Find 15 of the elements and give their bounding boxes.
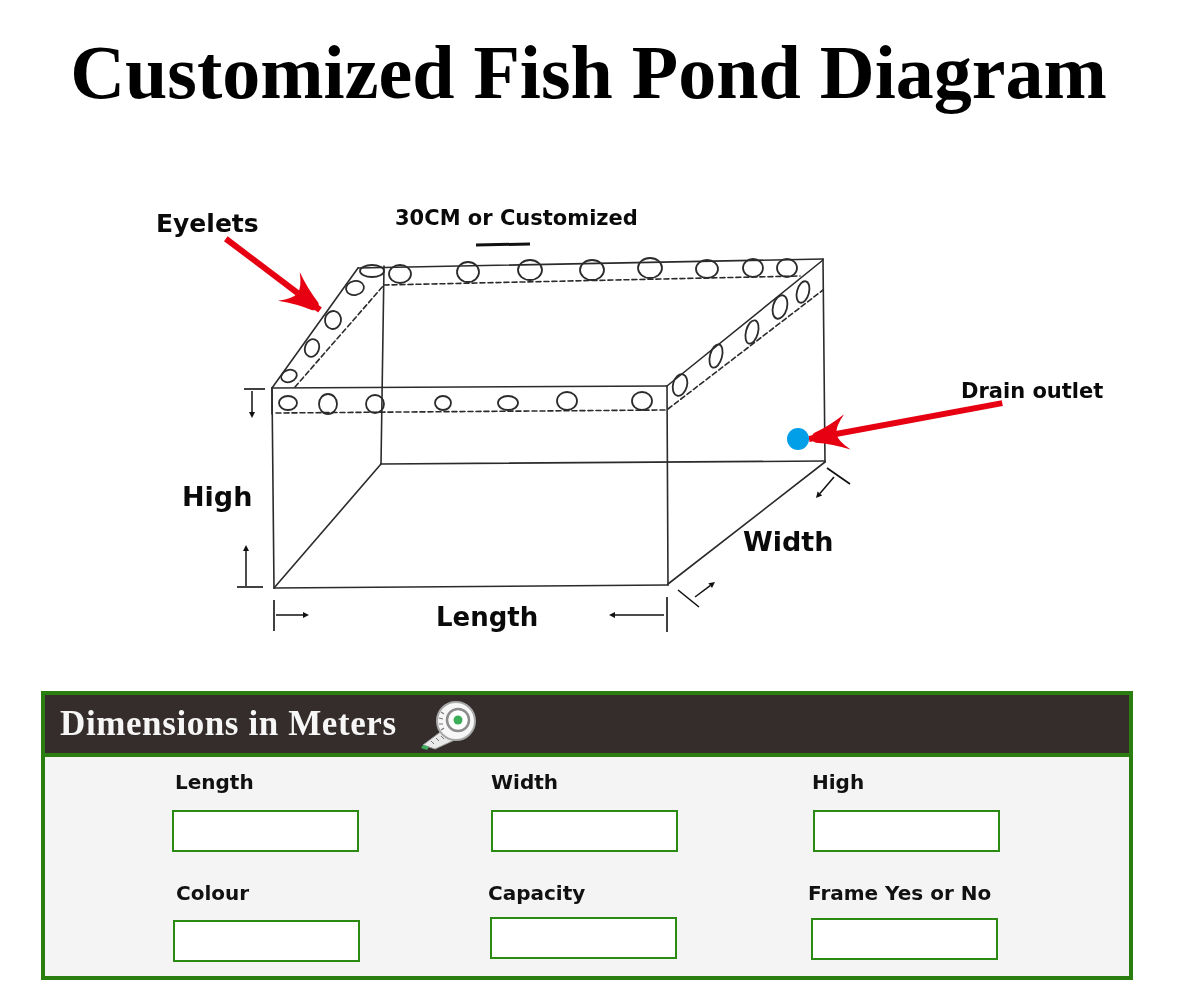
callout-label: Eyelets	[156, 210, 259, 239]
field-label: Length	[175, 770, 254, 794]
dimension-label: High	[182, 481, 253, 513]
dimension-label: Length	[436, 603, 539, 633]
panel-heading: Dimensions in Meters	[60, 703, 397, 745]
field-label: Capacity	[488, 881, 586, 905]
dot-icon	[787, 428, 809, 450]
field-label: Frame Yes or No	[808, 881, 992, 905]
field-label: High	[812, 770, 865, 794]
field-label: Width	[491, 770, 559, 794]
form-panel	[41, 691, 1133, 980]
dimension-label: Width	[743, 526, 834, 558]
callout-label: Drain outlet	[961, 379, 1104, 404]
dimension-label: 30CM or Customized	[395, 206, 638, 231]
field-label: Colour	[176, 881, 250, 905]
